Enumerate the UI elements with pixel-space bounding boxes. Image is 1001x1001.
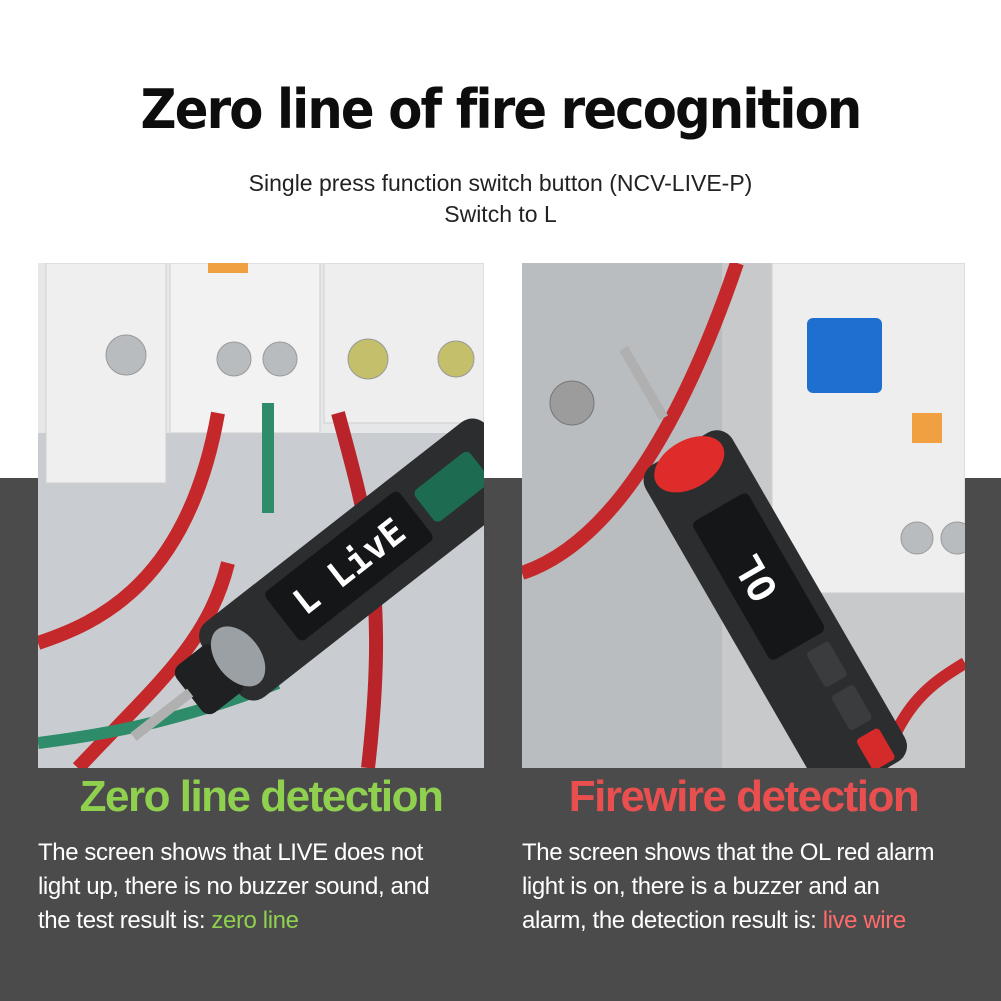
firewire-result: live wire [822, 907, 906, 934]
firewire-desc-prefix: alarm, the detection result is: [522, 907, 823, 934]
subtitle-line-1: Single press function switch button (NCV… [248, 170, 753, 196]
live-wire-photo: OL [522, 263, 965, 768]
zero-line-photo: L LivE [38, 263, 484, 768]
firewire-heading: Firewire detection [568, 772, 920, 821]
firewire-description: The screen shows that the OL red alarm l… [522, 836, 977, 938]
firewire-desc-line-2: light is on, there is a buzzer and an [522, 873, 880, 900]
zero-line-desc-line-2: light up, there is no buzzer sound, and [38, 873, 430, 900]
page-title: Zero line of fire recognition [140, 78, 863, 141]
subtitle-line-2: Switch to L [444, 201, 557, 227]
zero-line-description: The screen shows that LIVE does not ligh… [38, 836, 488, 938]
firewire-desc-line-1: The screen shows that the OL red alarm [522, 839, 935, 866]
zero-line-desc-line-3: the test result is: zero line [38, 904, 488, 938]
zero-line-result: zero line [211, 907, 299, 934]
zero-line-desc-line-1: The screen shows that LIVE does not [38, 839, 423, 866]
zero-line-heading: Zero line detection [79, 772, 444, 821]
zero-line-desc-prefix: the test result is: [38, 907, 212, 934]
firewire-desc-line-3: alarm, the detection result is: live wir… [522, 904, 977, 938]
